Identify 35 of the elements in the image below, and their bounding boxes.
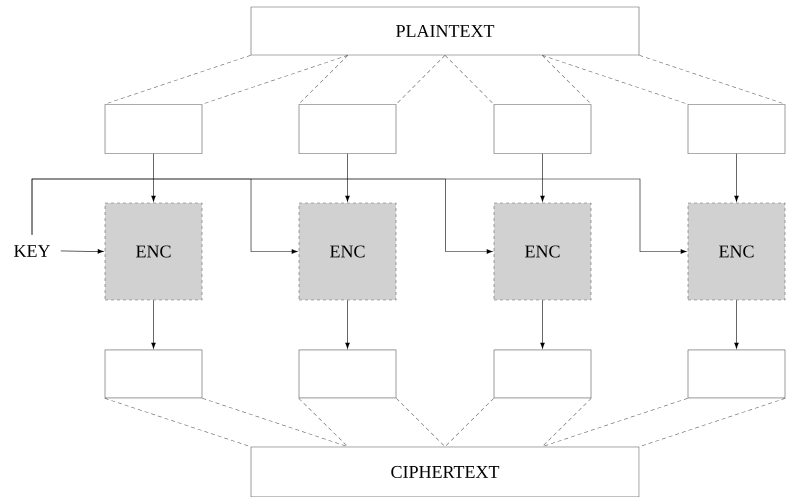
dashed-line	[298, 55, 348, 104]
arrow	[540, 300, 545, 349]
encryption-box: ENC	[494, 202, 592, 300]
block-box	[494, 350, 592, 398]
dashed-line	[396, 55, 446, 104]
block-box	[688, 350, 786, 398]
arrow	[734, 300, 739, 349]
dashed-line	[298, 398, 348, 447]
dashed-line	[639, 55, 786, 104]
arrow	[151, 153, 156, 202]
arrow	[734, 153, 739, 202]
dashed-line	[542, 55, 592, 104]
arrow	[345, 300, 350, 349]
encryption-box: ENC	[298, 202, 396, 300]
arrow	[345, 153, 350, 202]
dashed-line	[542, 398, 592, 447]
block-box	[104, 350, 202, 398]
block-box	[298, 104, 396, 154]
block-box	[688, 104, 786, 154]
text-box: CIPHERTEXT	[250, 446, 640, 497]
key-label: KEY	[14, 245, 50, 257]
dashed-line	[444, 55, 494, 104]
arrow	[60, 249, 104, 254]
encryption-box: ENC	[104, 202, 202, 300]
dashed-line	[104, 55, 252, 104]
arrow	[32, 178, 687, 254]
arrow	[151, 300, 156, 349]
dashed-line	[396, 398, 446, 447]
encryption-box: ENC	[688, 202, 786, 300]
arrow	[540, 153, 545, 202]
text-box: PLAINTEXT	[250, 6, 640, 56]
block-box	[104, 104, 202, 154]
block-box	[494, 104, 592, 154]
dashed-line	[444, 398, 494, 447]
block-box	[298, 350, 396, 398]
